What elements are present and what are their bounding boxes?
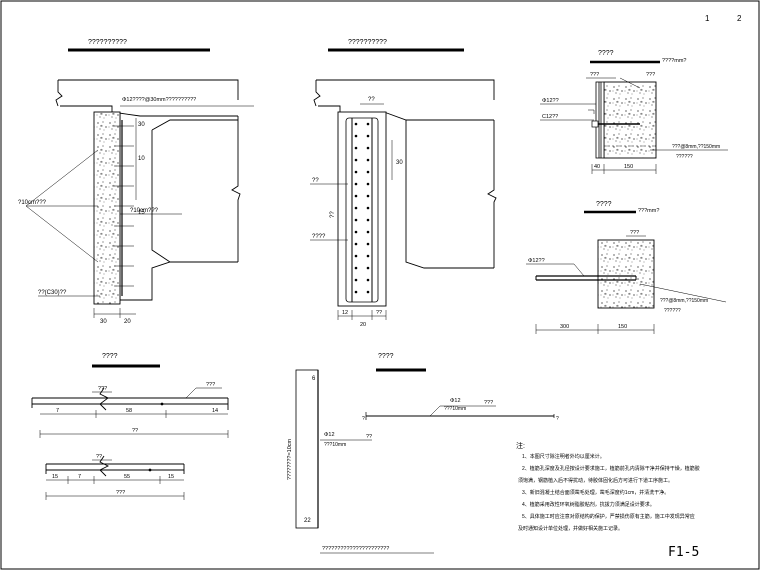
right-bottom-sub: ???mm? <box>638 208 659 214</box>
left-dim-bottom-a: 30 <box>100 319 107 325</box>
left-elevation-title: ?????????? <box>88 39 127 46</box>
right-bottom-lbl-d: ?????? <box>664 308 681 314</box>
bm-bottom-dim: 22 <box>304 518 311 524</box>
middle-elevation-title: ?????????? <box>348 39 387 46</box>
notes-line-1: 1、本图尺寸除注明者外均以厘米计。 <box>522 453 605 460</box>
bottom-leader-label: ??(C30)?? <box>38 290 67 296</box>
bm-bar-lbl-a: Φ12 <box>450 398 461 404</box>
bm-dim-left: ? <box>362 416 365 422</box>
right-bottom-title: ???? <box>596 201 612 208</box>
left-dim-h3: 15 <box>138 210 145 216</box>
left-dim-h2: 10 <box>138 156 145 162</box>
right-top-sub: ????mm? <box>662 58 686 64</box>
right-bottom-dim-b: 150 <box>618 324 627 330</box>
right-top-lbl-d: C12?? <box>542 114 558 120</box>
left-leader-label: ?10cm??? <box>18 200 47 206</box>
bottom-title: ?????????????????????? <box>322 546 389 552</box>
bm-top-dim: 6 <box>312 376 316 382</box>
right-top-lbl-f: ?????? <box>676 154 693 160</box>
bl-lower-dim-b: 7 <box>78 474 81 480</box>
right-bottom-lbl-a: ??? <box>630 230 639 236</box>
drawing-number: F1-5 <box>668 545 699 560</box>
bm-bar-lbl-b: ???10mm <box>444 406 466 412</box>
notes-heading: 注: <box>516 441 525 450</box>
bl-lower-dim-a: 15 <box>52 474 58 480</box>
bm-left-lbl-a: Φ12 <box>324 432 335 438</box>
middle-dim-bottom-a: 12 <box>342 310 348 316</box>
middle-side-v: ?? <box>376 310 382 316</box>
notes-line-7: 及时通知设计单位处理，并做好相关施工记录。 <box>518 525 623 532</box>
bottom-middle-view: ???? 6 22 ????????=10cm Φ12 ???10mm ?? Φ… <box>287 353 559 554</box>
bm-left-lbl-b: ???10mm <box>324 442 346 448</box>
middle-jacket <box>337 111 387 307</box>
bl-upper-dim-a: 7 <box>56 408 59 414</box>
right-bottom-dim-a: 300 <box>560 324 569 330</box>
bl-lower-lbl: ?? <box>96 454 102 460</box>
right-bottom-concrete <box>597 239 655 309</box>
right-top-lbl-e: ???@8mm,??150mm <box>672 144 720 150</box>
left-elevation-view: ?????????? 30 10 15 <box>18 39 254 325</box>
middle-left-upper: ?? <box>312 178 319 184</box>
bl-lower-bottom: ??? <box>116 490 125 496</box>
right-top-title: ???? <box>598 50 614 57</box>
notes-line-4: 3、新旧混凝土结合面须凿毛处理，凿毛深度约1cm，并清洗干净。 <box>522 489 669 496</box>
bm-vertical-text: ????????=10cm <box>287 438 293 480</box>
notes-line-5: 4、植筋采用改性环氧树脂胶粘剂，抗拔力须满足设计要求。 <box>522 501 655 508</box>
notes-line-2: 2、植筋孔深度及孔径按设计要求施工，植筋前孔内清除干净并保持干燥，植筋胶 <box>522 465 700 472</box>
middle-left-lower: ???? <box>312 234 326 240</box>
page-number-1: 1 <box>705 14 710 23</box>
right-top-concrete <box>603 81 657 159</box>
left-top-note: Φ12????@30mm?????????? <box>122 97 196 103</box>
right-top-detail: ???? ????mm? ??? ??? Φ12?? C12?? ???@8mm… <box>540 50 728 174</box>
right-bottom-lbl-c: ???@8mm,??150mm <box>660 298 708 304</box>
bl-lower-dim-d: 15 <box>168 474 174 480</box>
bl-upper-bottom: ?? <box>132 428 138 434</box>
bl-upper-dim-b: 58 <box>126 408 132 414</box>
right-top-lbl-a: ??? <box>590 72 599 78</box>
bm-vertical-element <box>295 369 319 529</box>
bl-upper-lbl-b: ??? <box>206 382 215 388</box>
middle-dim-total: ?? <box>330 211 336 218</box>
concrete-jacket <box>93 111 121 305</box>
bottom-mid-title: ???? <box>378 353 394 360</box>
bl-upper-lbl-a: ??? <box>98 386 107 392</box>
notes-block: 注: 1、本图尺寸除注明者外均以厘米计。 2、植筋孔深度及孔径按设计要求施工，植… <box>516 441 700 532</box>
right-top-dim-a: 40 <box>594 164 600 170</box>
bl-lower-dim-c: 55 <box>124 474 130 480</box>
page-number-2: 2 <box>737 14 742 23</box>
middle-dim-h: 30 <box>396 160 403 166</box>
bm-dim-right: ? <box>556 416 559 422</box>
bm-left-lbl-c: ?? <box>366 434 372 440</box>
left-dim-bottom-b: 20 <box>124 319 131 325</box>
notes-line-6: 5、具体施工时应注意对原结构的保护，严禁损伤原有主筋，施工中发现异常应 <box>522 513 695 520</box>
mid-leader-label: ?10cm??? <box>130 208 159 214</box>
middle-elevation-view: ?????????? <box>310 39 497 328</box>
notes-line-3: 须饱满，钢筋植入后不得扰动，待胶体固化后方可进行下道工序施工。 <box>518 477 673 484</box>
bm-bar-lbl-c: ??? <box>484 400 493 406</box>
right-top-dim-b: 150 <box>624 164 633 170</box>
bl-upper-dim-c: 14 <box>212 408 218 414</box>
right-top-lbl-c: Φ12?? <box>542 98 559 104</box>
right-bottom-detail: ???? ???mm? ??? Φ12?? ???@8mm,??150mm ??… <box>526 201 727 334</box>
bottom-left-bars: ???? ??? ??? 7 58 14 ?? ?? 15 7 5 <box>31 353 229 500</box>
middle-dim-bottom-b: 20 <box>360 322 366 328</box>
left-dim-h1: 30 <box>138 122 145 128</box>
right-bottom-lbl-b: Φ12?? <box>528 258 545 264</box>
right-top-lbl-b: ??? <box>646 72 655 78</box>
bottom-left-title: ???? <box>102 353 118 360</box>
middle-top-label: ?? <box>368 97 375 103</box>
